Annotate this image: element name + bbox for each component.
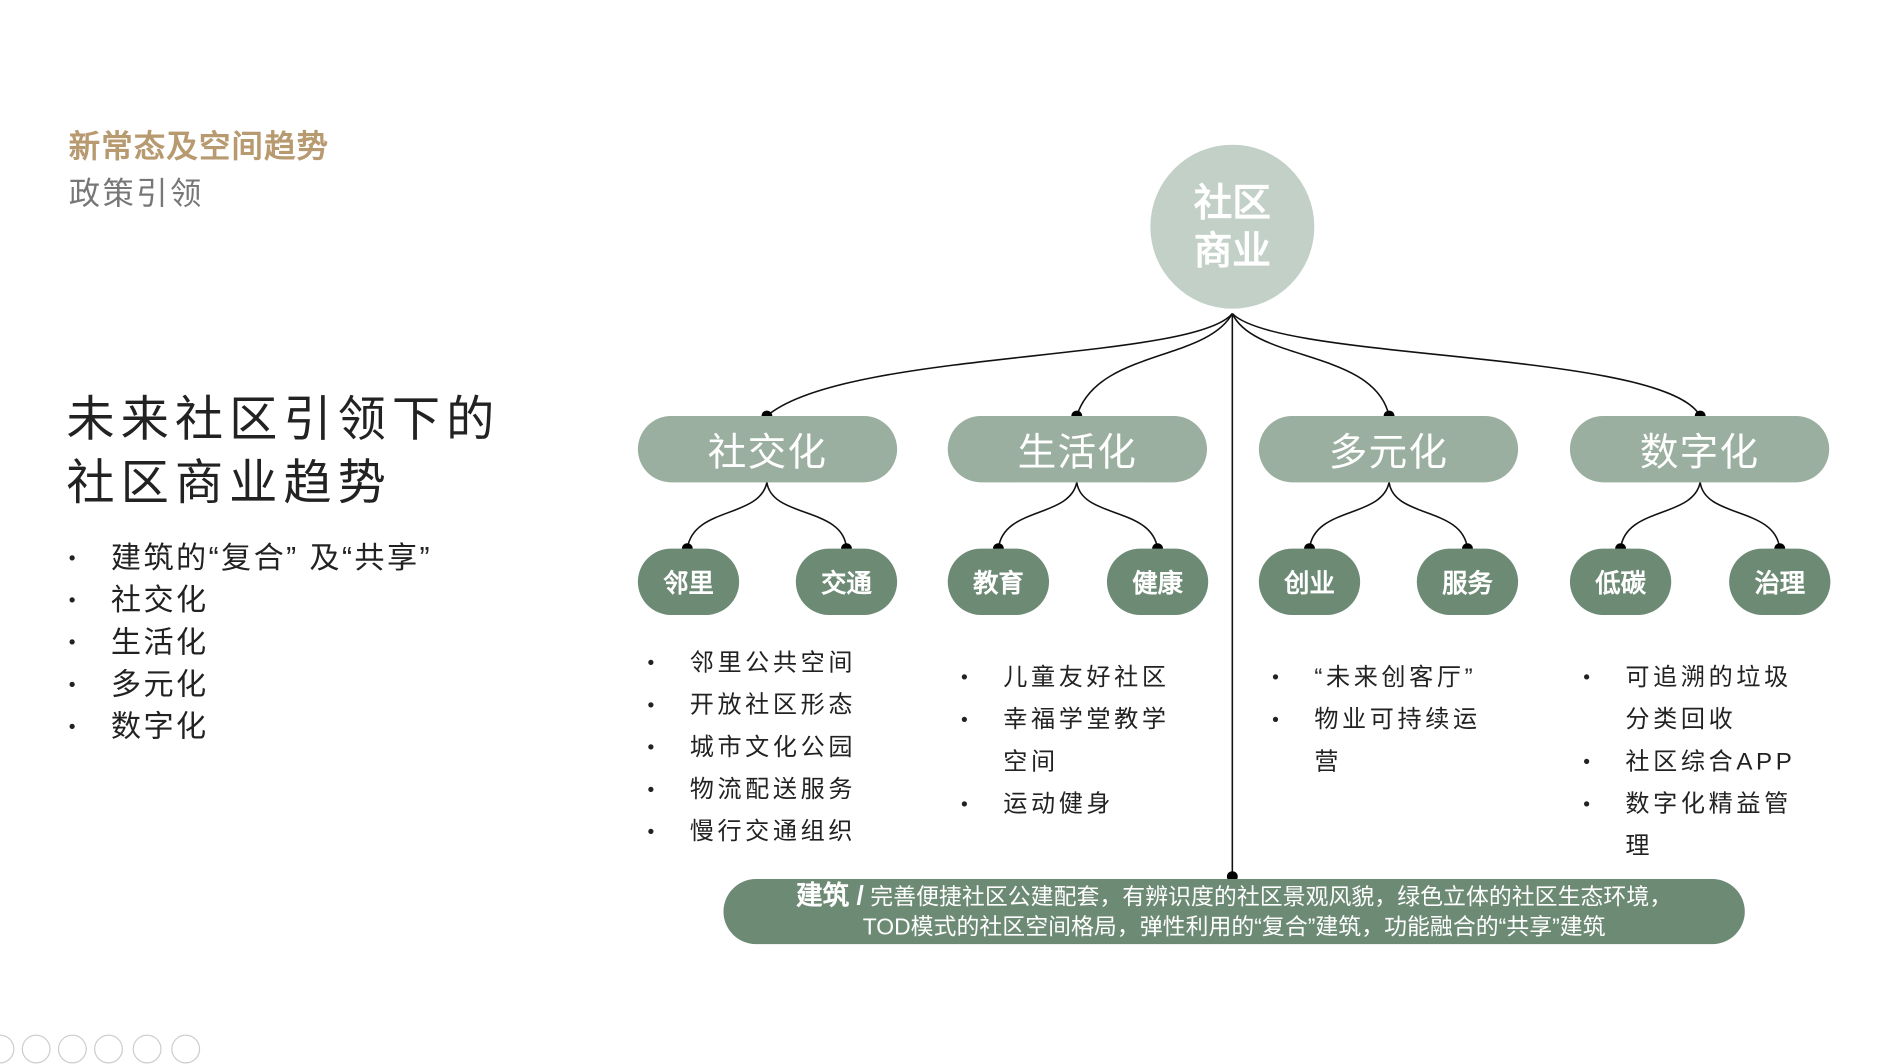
list-item: 邻里公共空间: [648, 643, 871, 685]
list-item: 儿童友好社区: [961, 657, 1184, 699]
grid-view-icon[interactable]: [94, 1034, 123, 1064]
root-label: 商业: [1193, 229, 1271, 273]
more-icon[interactable]: [171, 1034, 201, 1064]
pen-icon[interactable]: [57, 1034, 87, 1064]
list-item: 多元化: [69, 664, 432, 706]
leaf-node: 教育: [947, 548, 1050, 615]
branch-node: 多元化: [1258, 416, 1519, 483]
list-item: 社交化: [69, 580, 432, 622]
banner-text: 完善便捷社区公建配套，有辨识度的社区景观风貌，绿色立体的社区生态环境，: [863, 885, 1673, 911]
connector: [766, 313, 1233, 417]
leaf-node: 健康: [1106, 548, 1209, 615]
connector: [686, 482, 848, 549]
list-item: 运动健身: [961, 784, 1184, 826]
slideshow-next-icon[interactable]: [21, 1034, 51, 1064]
list-item: 建筑的“复合” 及“共享”: [69, 538, 432, 580]
leaf-node: 交通: [795, 548, 898, 615]
leaf-node: 治理: [1729, 548, 1831, 615]
list-item: 开放社区形态: [648, 685, 871, 727]
branch-node: 社交化: [637, 416, 898, 483]
heading-line: 社区商业趋势: [66, 456, 392, 511]
slide: 新常态及空间趋势 政策引领 未来社区引领下的 社区商业趋势 建筑的“复合” 及“…: [0, 0, 1881, 1042]
leaf-node: 低碳: [1569, 548, 1672, 615]
list-item: 物流配送服务: [648, 769, 871, 811]
list-item: 幸福学堂教学空间: [961, 699, 1184, 783]
list-item: 物业可持续运营: [1272, 699, 1495, 783]
section-subtitle: 政策引领: [68, 174, 204, 212]
branch-items: 邻里公共空间 开放社区形态 城市文化公园 物流配送服务 慢行交通组织: [648, 643, 871, 854]
banner-text: TOD模式的社区空间格局，弹性利用的“复合”建筑，功能融合的“共享”建筑: [862, 915, 1606, 941]
leaf-node: 创业: [1258, 548, 1361, 615]
leaf-node: 邻里: [637, 548, 740, 615]
list-item: “未来创客厅”: [1272, 657, 1495, 699]
connector: [997, 482, 1159, 549]
list-item: 城市文化公园: [648, 727, 871, 769]
banner-title: 建筑 /: [796, 880, 864, 911]
connector: [1308, 482, 1469, 549]
root-node: 社区商业: [1150, 144, 1315, 309]
branch-items: 可追溯的垃圾分类回收 社区综合APP 数字化精益管理: [1583, 657, 1806, 868]
list-item: 生活化: [69, 622, 432, 664]
connector: [1231, 313, 1390, 417]
branch-items: “未来创客厅” 物业可持续运营: [1272, 657, 1495, 784]
section-kicker: 新常态及空间趋势: [68, 127, 330, 164]
connector: [1619, 482, 1781, 549]
list-item: 可追溯的垃圾分类回收: [1583, 657, 1806, 741]
root-label: 社区: [1193, 180, 1271, 225]
list-item: 社区综合APP: [1583, 742, 1806, 784]
heading-line: 未来社区引领下的: [66, 393, 501, 447]
branch-node: 生活化: [947, 416, 1208, 483]
leaf-node: 服务: [1416, 548, 1519, 615]
zoom-icon[interactable]: [132, 1034, 162, 1064]
connector: [1231, 312, 1701, 417]
list-item: 数字化: [69, 707, 432, 749]
architecture-banner: 建筑 / 完善便捷社区公建配套，有辨识度的社区景观风貌，绿色立体的社区生态环境，…: [723, 879, 1745, 945]
branch-items: 儿童友好社区 幸福学堂教学空间 运动健身: [961, 657, 1184, 826]
connector: [1076, 313, 1234, 417]
slide-heading: 未来社区引领下的 社区商业趋势: [66, 388, 500, 516]
trend-list: 建筑的“复合” 及“共享” 社交化 生活化 多元化 数字化: [69, 538, 432, 749]
list-item: 慢行交通组织: [648, 812, 871, 854]
list-item: 数字化精益管理: [1583, 784, 1806, 868]
branch-node: 数字化: [1569, 416, 1830, 483]
